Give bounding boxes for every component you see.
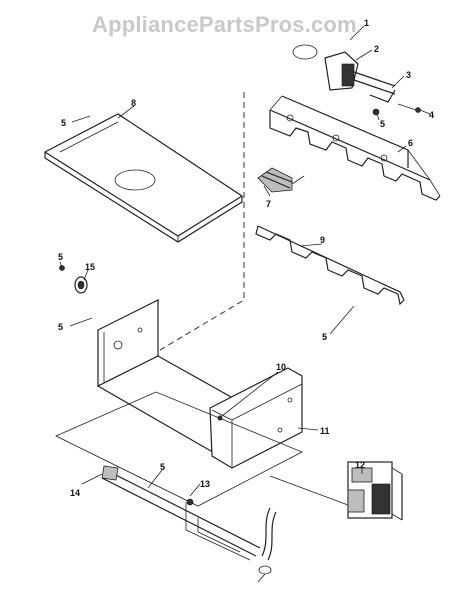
callout-5-bracket: 5 (322, 332, 327, 342)
callout-15: 15 (85, 262, 95, 272)
callout-10: 10 (276, 362, 286, 372)
floor-plane (55, 391, 303, 507)
part-6-manifold (269, 95, 441, 201)
gas-line (257, 475, 349, 583)
callout-3: 3 (406, 70, 411, 80)
callout-5-top: 5 (380, 119, 385, 129)
callout-6-top: 6 (408, 138, 413, 148)
callout-8: 8 (131, 98, 136, 108)
callout-5-left: 5 (58, 252, 63, 262)
callout-9: 9 (320, 235, 325, 245)
alignment-line (149, 92, 245, 357)
callout-4: 4 (429, 110, 434, 120)
part-14-burner-rail (101, 465, 261, 561)
part-15-grommet (59, 265, 88, 294)
callout-13: 13 (200, 479, 210, 489)
callout-5-rail: 5 (160, 462, 165, 472)
part-9-notched-bracket (255, 225, 405, 306)
callout-12: 12 (355, 460, 365, 470)
callout-1: 1 (364, 18, 369, 28)
callout-7: 7 (266, 199, 271, 209)
part-11-lower-housing (96, 299, 303, 469)
callout-2: 2 (374, 44, 379, 54)
part-8-top-plate (43, 113, 244, 243)
callout-labels: 1 2 3 4 5 6 7 8 5 9 5 5 15 5 10 11 12 13… (58, 18, 434, 498)
callout-11: 11 (320, 426, 330, 436)
part-1-2-3-valve-assembly (292, 44, 421, 116)
watermark: AppliancePartsPros.com (92, 12, 357, 37)
part-7-burner-orifice (257, 167, 305, 193)
callout-14: 14 (70, 488, 80, 498)
callout-5-plate: 5 (61, 118, 66, 128)
leader-lines (59, 25, 431, 497)
part-12-regulator (347, 461, 403, 521)
callout-5-side: 5 (58, 322, 63, 332)
